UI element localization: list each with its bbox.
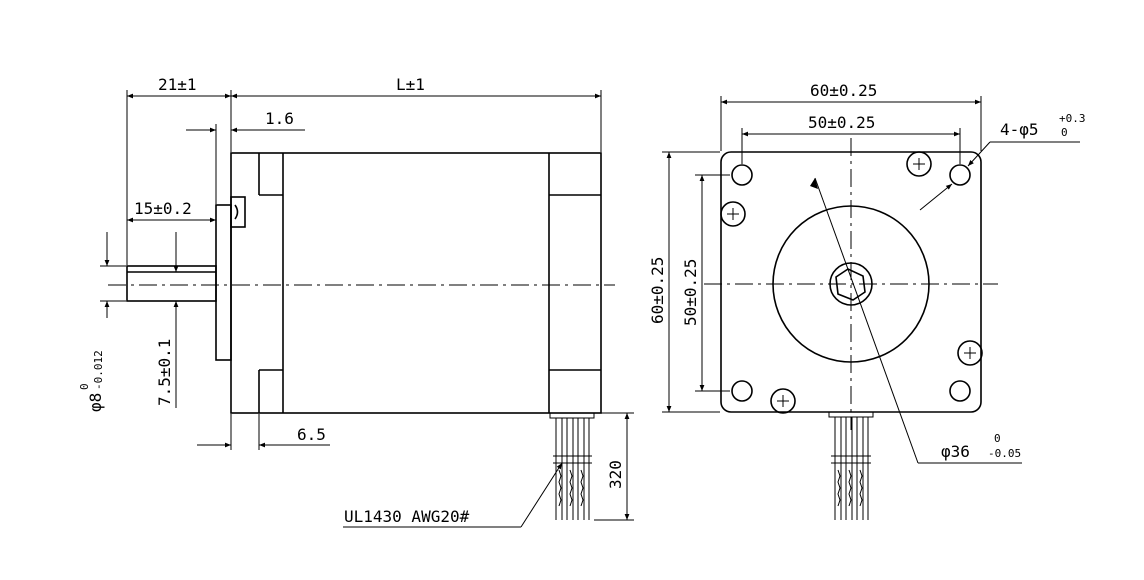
dim-shaft-diameter: φ8 0 -0.012 — [78, 350, 105, 412]
screw-icon — [957, 340, 983, 366]
svg-text:-0.012: -0.012 — [92, 350, 105, 390]
dim-height-inner: 50±0.25 — [681, 259, 700, 326]
lead-wires — [549, 412, 595, 520]
dim-flange-thickness: 1.6 — [265, 109, 294, 128]
flange-plate — [215, 204, 232, 361]
dim-rear-offset: 6.5 — [297, 425, 326, 444]
cable-label: UL1430 AWG20# — [344, 507, 470, 526]
mounting-hole — [949, 380, 971, 402]
mounting-hole — [731, 164, 753, 186]
svg-text:+0.3: +0.3 — [1059, 112, 1086, 125]
dim-height-outer: 60±0.25 — [648, 257, 667, 324]
svg-text:φ8: φ8 — [86, 393, 105, 412]
dim-width-outer: 60±0.25 — [810, 81, 877, 100]
svg-text:-0.05: -0.05 — [988, 447, 1021, 460]
dim-flat-depth: 7.5±0.1 — [155, 339, 174, 406]
svg-text:0: 0 — [78, 383, 91, 390]
front-lead-wires — [828, 411, 874, 520]
screw-icon — [720, 201, 746, 227]
shaft — [126, 265, 217, 302]
svg-text:φ36: φ36 — [941, 442, 970, 461]
front-view: 60±0.25 50±0.25 60±0.25 50±0.25 4-φ5 +0.… — [648, 81, 1086, 520]
screw-icon — [770, 388, 796, 414]
motor-body — [230, 152, 602, 414]
pilot-callout: φ36 0 -0.05 — [941, 432, 1021, 461]
dim-shaft-length: 15±0.2 — [134, 199, 192, 218]
svg-text:0: 0 — [1061, 126, 1068, 139]
dim-body-length: L±1 — [396, 75, 425, 94]
mounting-hole — [731, 380, 753, 402]
mounting-hole — [949, 164, 971, 186]
hole-callout: 4-φ5 +0.3 0 — [1000, 112, 1086, 139]
side-view: 21±1 L±1 1.6 15±0.2 6.5 φ8 0 -0.012 — [78, 75, 634, 528]
dim-lead-length: 320 — [606, 460, 625, 489]
screw-icon — [906, 151, 932, 177]
dim-width-inner: 50±0.25 — [808, 113, 875, 132]
svg-text:0: 0 — [994, 432, 1001, 445]
svg-text:4-φ5: 4-φ5 — [1000, 120, 1039, 139]
dim-flange-length: 21±1 — [158, 75, 197, 94]
